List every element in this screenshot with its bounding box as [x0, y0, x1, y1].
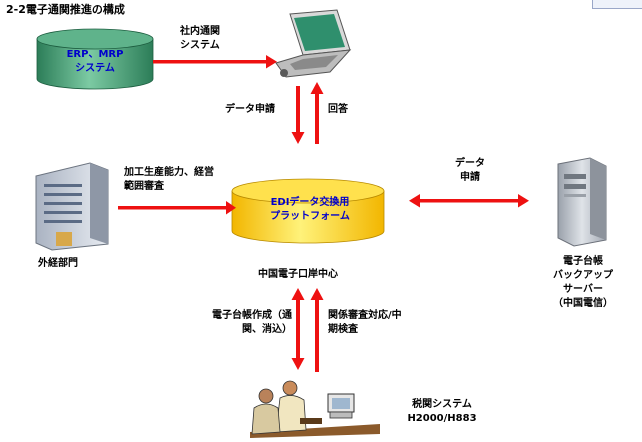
processing-review-line2: 範囲審査	[124, 181, 164, 192]
customs-workers-icon	[250, 380, 380, 438]
server-data-request-line2: 申請	[460, 172, 480, 183]
erp-label-line2: システム	[75, 63, 115, 74]
ledger-create-line1: 電子台帳作成（通	[212, 310, 292, 321]
corner-frame	[592, 0, 642, 9]
gaikei-label: 外経部門	[38, 258, 78, 269]
server-data-request-label: データ 申請	[445, 157, 495, 185]
customs-system-label: 税関システム H2000/H883	[400, 398, 484, 426]
erp-label-line1: ERP、MRP	[66, 49, 124, 60]
ledger-server-line2: バックアップ	[553, 270, 613, 281]
backup-server-icon	[557, 157, 607, 247]
internal-system-line1: 社内通関	[180, 26, 220, 37]
reply-label: 回答	[328, 104, 348, 115]
ledger-create-label: 電子台帳作成（通 関、消込）	[196, 309, 292, 337]
page-title: 2-2電子通関推進の構成	[6, 3, 125, 16]
ledger-server-label: 電子台帳 バックアップ サーバー （中国電信）	[540, 255, 626, 311]
ledger-server-line1: 電子台帳	[563, 256, 603, 267]
edi-label-line2: プラットフォーム	[270, 211, 350, 222]
edi-label-line1: EDIデータ交換用	[270, 197, 350, 208]
edi-platform-icon	[231, 178, 385, 244]
ledger-server-line3: サーバー	[563, 284, 603, 295]
review-line1: 関係審査対応/中	[328, 310, 402, 321]
server-data-request-line1: データ	[455, 158, 485, 169]
internal-system-label: 社内通関 システム	[180, 25, 220, 53]
customs-system-line1: 税関システム	[412, 399, 472, 410]
ledger-create-line2: 関、消込）	[242, 324, 292, 335]
ledger-server-line4: （中国電信）	[553, 298, 613, 309]
processing-review-line1: 加工生産能力、経営	[124, 167, 214, 178]
data-request-label: データ申請	[225, 104, 275, 115]
review-label: 関係審査対応/中 期検査	[328, 309, 402, 337]
arrows	[118, 55, 529, 372]
erp-label: ERP、MRP システム	[40, 48, 150, 76]
erp-database-icon	[36, 28, 154, 90]
laptop-icon	[275, 9, 352, 78]
customs-system-line2: H2000/H883	[407, 413, 477, 424]
port-center-label: 中国電子口岸中心	[258, 269, 338, 280]
internal-system-line2: システム	[180, 40, 220, 51]
processing-review-label: 加工生産能力、経営 範囲審査	[124, 166, 214, 194]
review-line2: 期検査	[328, 324, 358, 335]
edi-label: EDIデータ交換用 プラットフォーム	[250, 196, 370, 224]
office-building-icon	[35, 162, 109, 251]
